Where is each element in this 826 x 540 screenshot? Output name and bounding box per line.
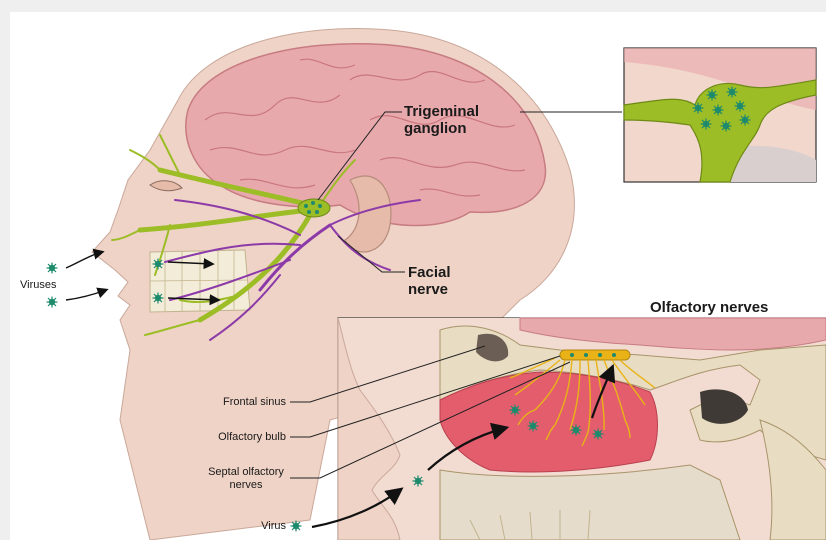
olfactory-bulb-label: Olfactory bulb xyxy=(170,431,286,444)
frontal-sinus-label: Frontal sinus xyxy=(170,396,286,409)
left-border xyxy=(0,0,10,540)
facial-nerve-label: Facial nerve xyxy=(408,264,451,298)
viruses-label: Viruses xyxy=(20,279,56,292)
virus-label: Virus xyxy=(230,520,286,533)
ganglion-inset xyxy=(624,48,816,182)
olfactory-nerves-title: Olfactory nerves xyxy=(650,299,768,316)
septal-olfactory-nerves-label: Septal olfactory nerves xyxy=(190,466,302,492)
trigeminal-ganglion-label: Trigeminal ganglion xyxy=(404,103,479,137)
top-border xyxy=(0,0,826,12)
